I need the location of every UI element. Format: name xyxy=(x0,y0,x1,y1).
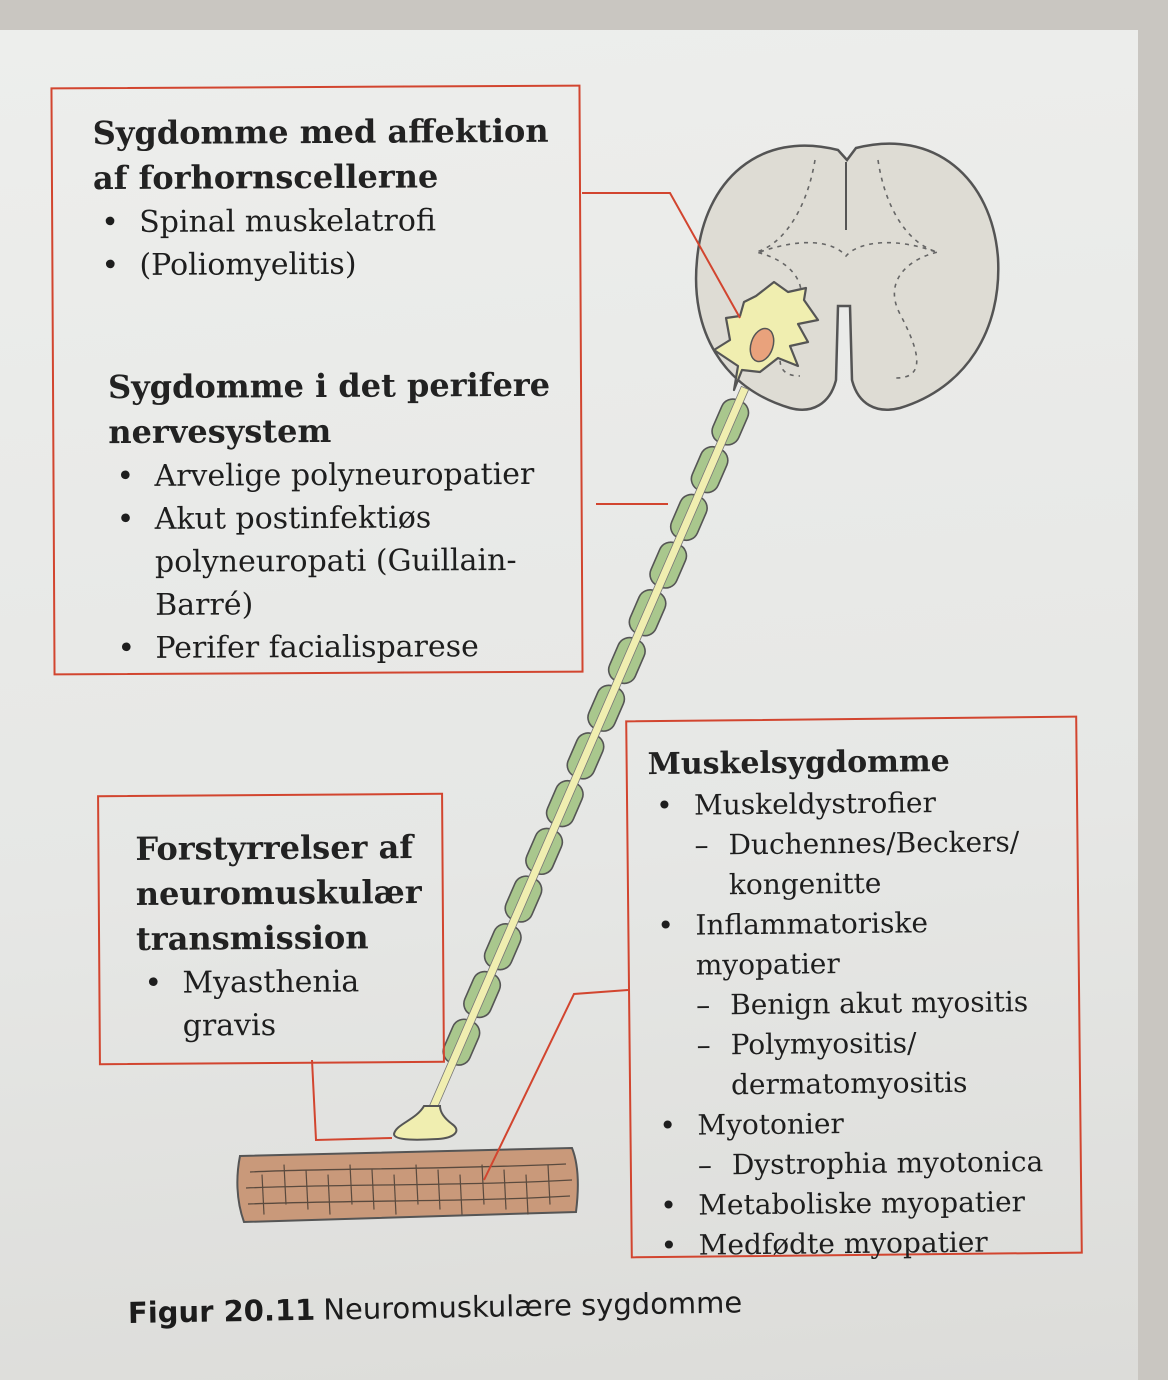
box-anterior-horn-diseases: Sygdomme med affektion af forhornsceller… xyxy=(50,84,584,676)
anterior-horn-list: Spinal muskelatrofi (Poliomyelitis) xyxy=(93,199,579,288)
muscle-list: Muskeldystrofier Duchennes/Beckers/ kong… xyxy=(648,782,1081,1266)
nmj-list: Myasthenia gravis xyxy=(136,960,443,1048)
muscle-striation xyxy=(503,1169,507,1210)
connector-lines xyxy=(311,192,741,1181)
list-item: Myasthenia gravis xyxy=(136,960,443,1048)
list-item: Inflammatoriske myopatier xyxy=(649,902,1078,986)
muscle-striation xyxy=(349,1164,353,1205)
muscle-striation xyxy=(371,1169,375,1210)
list-item: Muskeldystrofier xyxy=(648,782,1076,826)
muscle-striation xyxy=(525,1174,529,1215)
box-muscle-diseases: Muskelsygdomme Muskeldystrofier Duchenne… xyxy=(625,715,1083,1262)
muscle-striation xyxy=(327,1174,331,1215)
grey-matter-outline-right xyxy=(877,159,939,379)
grey-matter-center xyxy=(759,241,937,258)
muscle-striation xyxy=(481,1164,485,1205)
peripheral-list: Arvelige polyneuropatier Akut postinfekt… xyxy=(108,453,581,670)
muscle-striation xyxy=(415,1164,419,1205)
anterior-horn-title: Sygdomme med affektion af forhornsceller… xyxy=(92,111,549,198)
nerve-terminal xyxy=(392,1105,458,1141)
list-subitem: Duchennes/Beckers/ kongenitte xyxy=(648,822,1077,906)
muscle-striation xyxy=(261,1174,265,1215)
list-item: Akut postinfektiøs polyneuropati (Guilla… xyxy=(109,496,582,627)
muscle-fiber xyxy=(236,1146,579,1224)
list-subitem: Polymyositis/ dermatomyositis xyxy=(650,1022,1079,1106)
list-item: Spinal muskelatrofi xyxy=(93,199,579,245)
list-item: (Poliomyelitis) xyxy=(93,242,579,288)
list-item: Metaboliske myopatier xyxy=(652,1182,1080,1226)
caption-label: Figur 20.11 xyxy=(127,1292,316,1330)
list-item: Myotonier xyxy=(651,1102,1079,1146)
list-item: Arvelige polyneuropatier xyxy=(108,453,580,498)
neuron-nucleus xyxy=(749,327,775,363)
grey-matter-outline-left xyxy=(755,159,816,377)
peripheral-title: Sygdomme i det perifere nervesystem xyxy=(107,365,551,452)
peripheral-nervous-system-section: Sygdomme i det perifere nervesystem Arve… xyxy=(94,363,582,671)
list-item: Medfødte myopatier xyxy=(652,1222,1080,1266)
muscle-striation xyxy=(547,1164,551,1205)
nmj-title: Forstyrrelser af neuromuskulær transmiss… xyxy=(135,828,422,958)
box-neuromuscular-transmission: Forstyrrelser af neuromuskulær transmiss… xyxy=(97,792,445,1066)
muscle-striation xyxy=(459,1174,463,1215)
connector-muscle xyxy=(483,989,629,1181)
muscle-striation xyxy=(393,1174,397,1215)
muscle-title: Muskelsygdomme xyxy=(647,743,950,783)
muscle-striation xyxy=(437,1169,441,1210)
connector-anterior-horn xyxy=(582,192,741,319)
list-subitem: Benign akut myositis xyxy=(650,982,1078,1026)
muscle-striation xyxy=(283,1164,287,1205)
axon xyxy=(427,385,750,1113)
list-item: Perifer facialisparese xyxy=(109,625,581,670)
connector-nmj xyxy=(311,1059,393,1142)
muscle-striation xyxy=(305,1169,309,1210)
list-subitem: Dystrophia myotonica xyxy=(652,1142,1080,1186)
